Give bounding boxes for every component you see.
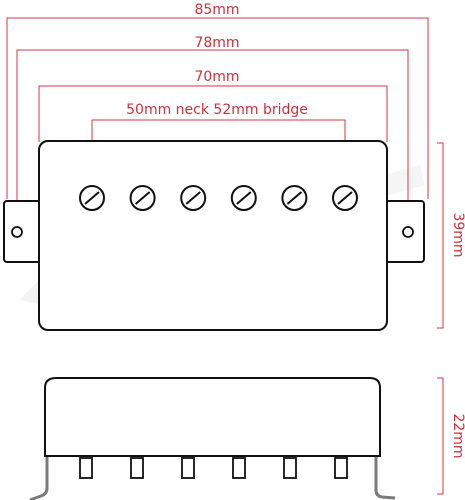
dimension-body-width-label: 70mm	[194, 69, 239, 85]
pole-screw	[180, 185, 207, 211]
dimension-overall-width-label: 85mm	[194, 2, 239, 18]
dimension-body-width: 70mm	[38, 69, 388, 142]
dimension-mount-hole-span-label: 78mm	[194, 35, 239, 51]
side-body	[44, 377, 381, 457]
dimension-depth-label: 22mm	[450, 413, 465, 458]
pole-screw	[79, 185, 105, 211]
pole-screw	[129, 185, 156, 211]
side-pins	[79, 457, 348, 479]
pole-screw	[281, 185, 308, 211]
pin	[334, 457, 348, 479]
right-mount-hole	[402, 226, 414, 238]
pin	[283, 457, 297, 479]
left-mount-hole	[11, 226, 23, 238]
dimension-body-height: 39mm	[437, 142, 465, 329]
pole-screw	[230, 185, 257, 211]
dimension-body-height-label: 39mm	[450, 212, 465, 257]
pickup-top-view	[3, 140, 425, 331]
pin	[181, 457, 195, 479]
left-leg	[29, 453, 49, 500]
left-mounting-ear	[3, 200, 43, 263]
dimension-depth: 22mm	[437, 377, 465, 495]
right-leg	[374, 453, 396, 500]
dimension-pole-spacing-label: 50mm neck 52mm bridge	[126, 102, 308, 118]
pin	[79, 457, 93, 479]
pole-screw	[332, 185, 358, 211]
pole-screws	[79, 185, 358, 211]
pickup-side-view	[29, 377, 396, 500]
dimension-overall-width: 85mm	[6, 2, 429, 199]
dimension-mount-hole-span: 78mm	[16, 35, 409, 232]
pin	[232, 457, 246, 479]
pickup-cover	[38, 140, 388, 331]
pin	[130, 457, 144, 479]
